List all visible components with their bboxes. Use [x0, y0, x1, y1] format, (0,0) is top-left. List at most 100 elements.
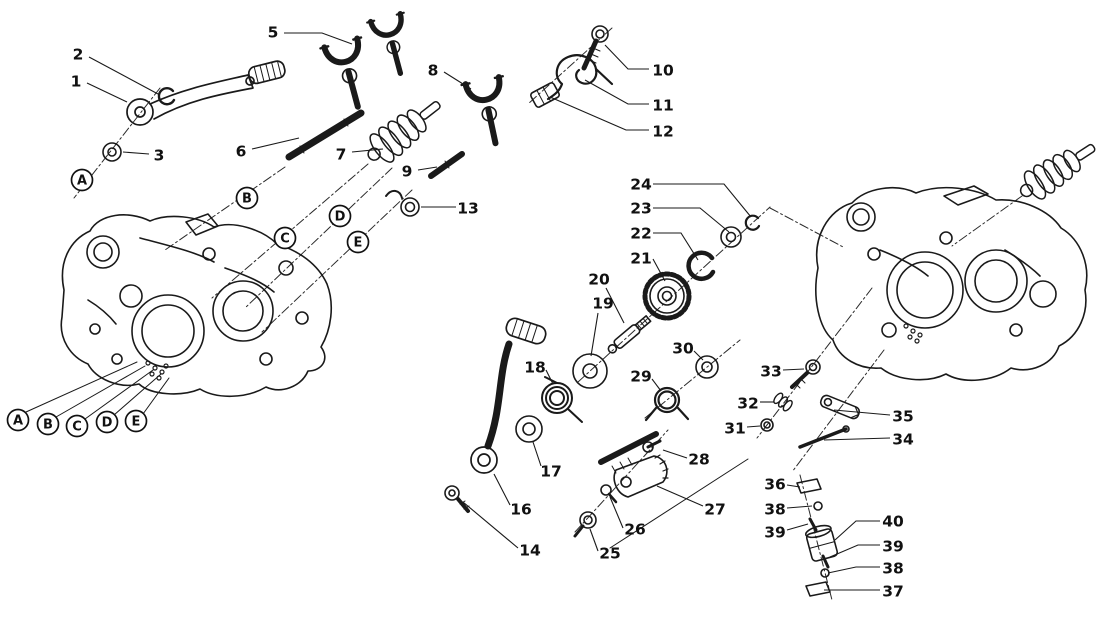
callout-label-13: 13 [457, 199, 479, 217]
callout-leader-28 [662, 449, 688, 459]
ref-marker-circle [65, 414, 89, 438]
callout-leader-17 [532, 441, 542, 467]
callout-leader-35 [833, 409, 891, 416]
callout-leader-39 [829, 544, 880, 558]
ref-marker-letter: E [132, 415, 141, 430]
callout-leader-38 [827, 566, 880, 574]
callout-label-21: 21 [630, 249, 652, 267]
callout-leader-5 [284, 32, 353, 45]
callout-leader-11 [584, 79, 649, 105]
callout-label-34: 34 [892, 430, 914, 448]
right-crankcase-half [815, 185, 1088, 382]
ref-marker-A: A [70, 168, 94, 192]
callout-leader-40 [834, 520, 880, 541]
screw-14 [444, 485, 470, 513]
callout-label-7: 7 [336, 145, 347, 163]
callout-label-20: 20 [588, 270, 610, 288]
fork-shaft-6 [285, 109, 365, 161]
kick-pedal-grip [505, 317, 547, 345]
ref-marker-circle [346, 230, 370, 254]
callout-leader-3 [122, 151, 150, 155]
callout-leader-24 [653, 183, 752, 218]
pin-34 [798, 425, 850, 449]
callout-label-11: 11 [652, 96, 674, 114]
washer-19 [572, 353, 608, 389]
clip-24 [744, 214, 761, 231]
worm-spring-7 [367, 100, 441, 163]
callout-leader-39 [786, 523, 809, 531]
ref-marker-letter: C [72, 420, 82, 435]
washer-17 [515, 415, 543, 443]
callout-label-27: 27 [704, 500, 726, 518]
gearchange-shaft-assembly [598, 431, 669, 498]
callout-leader-36 [786, 484, 801, 488]
callout-leader-20 [605, 287, 625, 324]
callout-label-1: 1 [71, 72, 82, 90]
shift-fork-5b [366, 10, 405, 76]
ref-marker-D: D [95, 410, 119, 434]
callout-label-2: 2 [73, 45, 84, 63]
circlip-2 [157, 87, 176, 106]
callout-label-33: 33 [760, 362, 782, 380]
washer-30 [695, 355, 719, 379]
callout-leader-21 [652, 258, 666, 282]
callout-label-5: 5 [268, 23, 279, 41]
bolt-10 [581, 25, 609, 71]
callout-label-25: 25 [599, 544, 621, 562]
spring-18 [541, 376, 583, 423]
callout-label-29: 29 [630, 367, 652, 385]
kickstart-lever [126, 60, 286, 126]
callout-label-26: 26 [624, 520, 646, 538]
callout-leader-25 [589, 528, 599, 552]
worm-spring-right [1019, 143, 1096, 200]
callout-leader-33 [782, 368, 805, 371]
callout-label-22: 22 [630, 224, 652, 242]
shift-fork-5a [319, 35, 363, 110]
ref-marker-circle [273, 226, 297, 250]
callout-leader-1 [86, 82, 128, 103]
callout-leader-34 [823, 437, 891, 441]
gear-21 [642, 271, 692, 321]
callout-leader-7 [351, 148, 384, 153]
sleeve-12 [530, 82, 560, 108]
washer-31 [760, 418, 774, 432]
washer-3 [102, 142, 122, 162]
ref-marker-letter: E [354, 236, 363, 251]
callout-leader-14 [462, 501, 519, 549]
ref-marker-letter: C [280, 232, 290, 247]
callout-label-39: 39 [764, 523, 786, 541]
callout-leader-30 [693, 350, 704, 361]
plate-36 [796, 478, 822, 494]
callout-label-38: 38 [882, 559, 904, 577]
ref-marker-circle [6, 408, 30, 432]
kick-starter-lever [470, 317, 547, 474]
callout-label-39: 39 [882, 537, 904, 555]
pin-39a [808, 517, 818, 532]
ref-marker-circle [70, 168, 94, 192]
callout-label-32: 32 [737, 394, 759, 412]
spring-29 [644, 386, 690, 422]
ref-marker-D: D [328, 204, 352, 228]
callout-label-8: 8 [428, 61, 439, 79]
ref-marker-B: B [235, 186, 259, 210]
ref-marker-letter: D [335, 210, 346, 225]
washer-23 [720, 226, 742, 248]
bolt-33 [790, 359, 821, 389]
callout-label-24: 24 [630, 175, 652, 193]
callout-leader-29 [651, 378, 662, 392]
left-crankcase-half [60, 213, 333, 398]
callout-leader-10 [604, 44, 649, 70]
callout-label-30: 30 [672, 339, 694, 357]
callout-leader-8 [443, 71, 472, 90]
ball-38b [820, 568, 830, 578]
ball-38a [813, 501, 823, 511]
callout-label-35: 35 [892, 407, 914, 425]
pin-39b [821, 554, 830, 569]
spring-32 [773, 392, 793, 412]
ref-marker-C: C [65, 414, 89, 438]
callout-leader-9 [417, 166, 438, 171]
shift-fork-8 [460, 74, 504, 147]
ref-marker-circle [235, 186, 259, 210]
